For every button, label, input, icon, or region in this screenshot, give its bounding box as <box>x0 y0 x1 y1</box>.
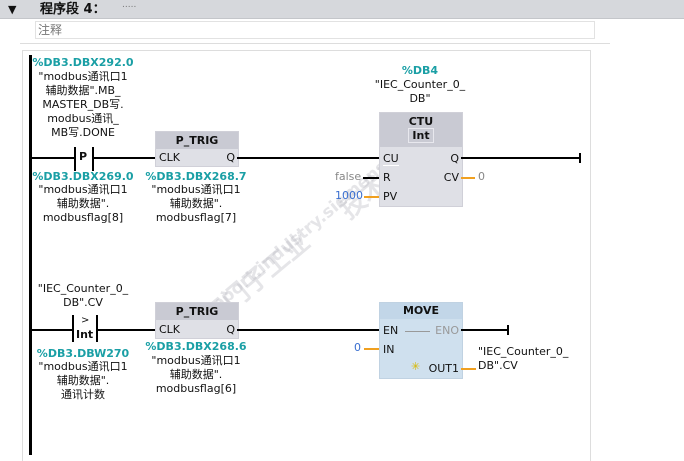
text-line: R <box>383 171 391 184</box>
rung-end <box>579 153 581 163</box>
p-trig-block[interactable]: P_TRIG CLK Q <box>155 302 239 339</box>
contact-bar <box>72 315 74 342</box>
text-line: CLK <box>159 151 181 164</box>
text-line: "modbus通讯口1 <box>38 70 128 83</box>
text-line: DB" <box>409 92 431 105</box>
text-line: "IEC_Counter_0_ <box>478 345 569 358</box>
contact-bar <box>92 147 94 171</box>
text-line: CV <box>443 171 459 184</box>
text-line: MASTER_DB写. <box>42 98 124 111</box>
count-value[interactable]: 0 <box>478 170 485 183</box>
text-line: modbus通讯_ <box>47 112 119 125</box>
text-line: "IEC_Counter_0_ <box>37 282 129 295</box>
rung-end <box>507 325 509 335</box>
wire <box>363 177 379 179</box>
ladder-network <box>22 50 591 461</box>
wire <box>31 329 73 331</box>
counter-db-name: "IEC_Counter_0_DB" <box>360 78 480 106</box>
text-line: DB".CV <box>478 359 518 372</box>
compare-contact[interactable]: > Int <box>72 315 98 342</box>
move-in-value[interactable]: 0 <box>354 341 361 354</box>
text-line: CU <box>383 152 399 166</box>
reset-value[interactable]: false <box>335 170 362 183</box>
preset-value[interactable]: 1000 <box>335 189 363 202</box>
text-line: ENO <box>435 324 459 337</box>
contact-address: %DB3.DBX292.0 <box>32 56 134 69</box>
text-line: modbusflag[6] <box>155 382 237 395</box>
move-out-operand[interactable]: "IEC_Counter_0_DB".CV <box>478 345 568 373</box>
p-trig-block[interactable]: P_TRIG CLK Q <box>155 131 239 167</box>
text-line: 通讯计数 <box>61 388 105 401</box>
collapse-triangle-icon[interactable]: ▼ <box>8 3 17 16</box>
text-line: P_TRIG <box>156 303 238 320</box>
text-line: 辅助数据". <box>169 197 223 210</box>
p-trig-address: %DB3.DBX268.7 <box>145 170 247 183</box>
wire <box>31 157 75 159</box>
wire <box>461 368 476 370</box>
wire <box>461 177 475 179</box>
wire <box>364 348 379 350</box>
type-selector[interactable]: Int <box>408 128 434 143</box>
wire <box>237 157 380 159</box>
text-line: CTU <box>408 115 434 128</box>
text-line: CLK <box>159 323 181 336</box>
text-line: IN <box>383 343 395 356</box>
add-output-icon[interactable]: ✳ <box>411 360 421 373</box>
wire <box>98 329 156 331</box>
compare-address: %DB3.DBW270 <box>36 347 130 360</box>
text-line: "IEC_Counter_0_ <box>374 78 466 91</box>
wire <box>461 329 508 331</box>
p-contact[interactable]: P <box>74 147 96 171</box>
comment-field[interactable]: 注释 <box>35 21 595 39</box>
edge-memory-address: %DB3.DBX269.0 <box>32 170 134 183</box>
wire <box>237 329 380 331</box>
text-line: CTU Int <box>380 113 462 147</box>
text-line: PV <box>383 190 398 203</box>
text-line: 辅助数据". <box>169 368 223 381</box>
text-line: EN <box>383 324 399 337</box>
text-line: > <box>81 315 90 326</box>
move-block[interactable]: MOVE EN ENO IN ✳ OUT1 <box>379 302 463 379</box>
contact-bar <box>96 315 98 342</box>
network-title-field[interactable]: ..... <box>122 0 137 10</box>
text-line: Q <box>226 151 235 164</box>
text-line: OUT1 <box>428 362 459 375</box>
wire <box>94 157 156 159</box>
compare-operand: "IEC_Counter_0_DB".CV <box>30 282 136 310</box>
power-rail <box>29 55 32 455</box>
text-line: Int <box>76 328 94 341</box>
contact-bar <box>74 147 76 171</box>
text-line: "modbus通讯口1 <box>151 354 241 367</box>
text-line: 辅助数据". <box>56 374 110 387</box>
p-trig-address: %DB3.DBX268.6 <box>145 340 247 353</box>
text-line: Q <box>450 152 459 165</box>
network-header[interactable]: ▼ 程序段 4： ..... <box>0 0 684 19</box>
text-line: modbusflag[8] <box>42 211 124 224</box>
text-line: MB写.DONE <box>51 126 115 139</box>
text-line: "modbus通讯口1 <box>38 183 128 196</box>
text-line: "modbus通讯口1 <box>151 183 241 196</box>
network-title: 程序段 4： <box>40 2 106 17</box>
text-line: P <box>79 150 88 163</box>
counter-db-address: %DB4 <box>401 64 439 77</box>
text-line: MOVE <box>380 303 462 319</box>
wire <box>461 157 580 159</box>
text-line: P_TRIG <box>156 132 238 149</box>
text-line: "modbus通讯口1 <box>38 360 128 373</box>
text-line: 辅助数据".MB_ <box>45 84 121 97</box>
divider <box>20 43 610 44</box>
text-line: Q <box>226 323 235 336</box>
text-line: DB".CV <box>63 296 103 309</box>
wire <box>364 196 379 198</box>
text-line: 辅助数据". <box>56 197 110 210</box>
text-line: modbusflag[7] <box>155 211 237 224</box>
ctu-block[interactable]: CTU Int CU R PV Q CV <box>379 112 463 207</box>
text-line <box>405 331 430 332</box>
